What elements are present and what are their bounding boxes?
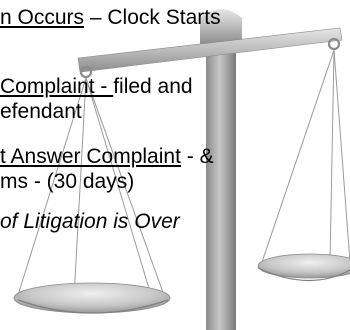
bullet-litigation-over-text: of Litigation is Over [0, 210, 180, 233]
right-pan [257, 253, 350, 279]
bullet-answer-line2: ms - (30 days) [0, 170, 134, 194]
bullet-answer-line2-text: ms - (30 days) [0, 170, 135, 193]
bullet-complaint-underlined: Complaint - [0, 75, 114, 98]
bullet-complaint-line2: efendant [0, 100, 82, 124]
bullet-litigation-over: of Litigation is Over [0, 210, 180, 234]
bullet-complaint-line2-text: efendant [0, 100, 82, 123]
left-pan [13, 282, 171, 314]
left-hook-icon [79, 65, 93, 79]
bullet-complaint-rest: filed and [113, 75, 193, 98]
bullet-claim-occurs: n Occurs – Clock Starts [0, 6, 221, 30]
bullet-claim-occurs-underlined: n Occurs [0, 6, 85, 29]
bullet-answer-rest: - & [180, 145, 214, 168]
scale-beam [77, 27, 343, 73]
scale-pillar [206, 40, 236, 330]
bullet-answer-underlined: t Answer Complaint [0, 145, 181, 168]
scale-pivot [200, 9, 242, 44]
right-hook-icon [327, 37, 341, 51]
bullet-claim-occurs-rest: – Clock Starts [84, 6, 221, 29]
bullet-answer: t Answer Complaint - & [0, 145, 214, 169]
bullet-complaint: Complaint - filed and [0, 75, 193, 99]
